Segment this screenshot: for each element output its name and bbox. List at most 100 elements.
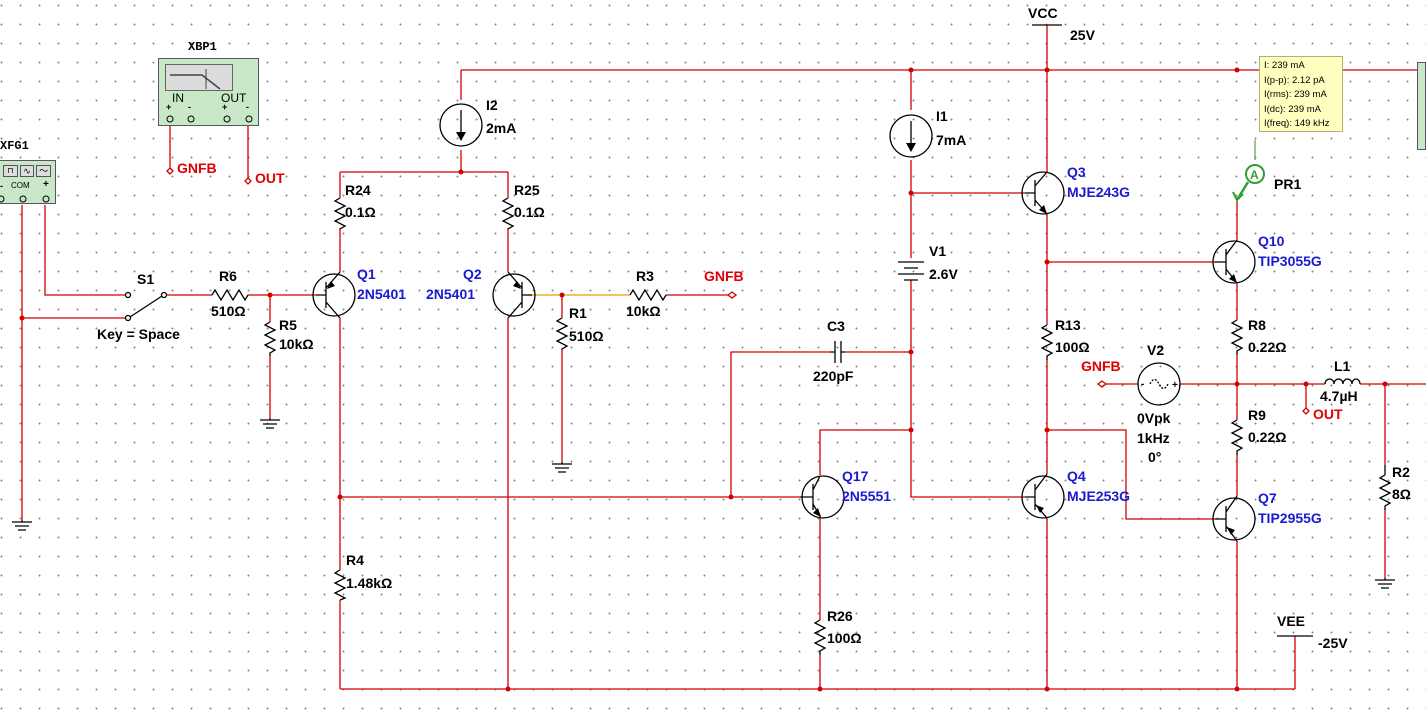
s1-value: Key = Space xyxy=(97,326,180,342)
vcc-symbol[interactable]: VCC 25V xyxy=(1028,5,1096,43)
vee-symbol[interactable]: VEE -25V xyxy=(1277,613,1348,651)
xfg1-name: XFG1 xyxy=(0,139,29,153)
probe-pr1[interactable]: A PR1 xyxy=(1232,140,1301,202)
resistor-r26[interactable]: R26 100Ω xyxy=(813,608,862,655)
q7-ref: Q7 xyxy=(1258,490,1277,506)
xfg1-com: COM xyxy=(11,181,30,190)
r9-ref: R9 xyxy=(1248,407,1266,423)
q3-value: MJE243G xyxy=(1067,184,1130,200)
xbp1-name: XBP1 xyxy=(188,40,217,54)
resistor-r25[interactable]: R25 0.1Ω xyxy=(501,182,545,230)
r2-value: 8Ω xyxy=(1392,486,1411,502)
r3-value: 10kΩ xyxy=(626,303,661,319)
i2-ref: I2 xyxy=(486,97,498,113)
s1-ref: S1 xyxy=(137,271,154,287)
xbp1-out-minus: - xyxy=(246,102,249,112)
switch-s1[interactable]: S1 Key = Space xyxy=(97,271,180,342)
i1-ref: I1 xyxy=(936,108,948,124)
r25-value: 0.1Ω xyxy=(514,204,545,220)
current-source-i2[interactable]: I2 2mA xyxy=(439,97,516,147)
xbp1-out-plus: + xyxy=(222,102,228,112)
resistor-r24[interactable]: R24 0.1Ω xyxy=(333,182,376,230)
square-wave-icon[interactable]: ⊓ xyxy=(3,165,18,177)
probe-line-current: I: 239 mA xyxy=(1264,60,1305,71)
resistor-r13[interactable]: R13 100Ω xyxy=(1040,317,1090,360)
c3-ref: C3 xyxy=(827,318,845,334)
r6-value: 510Ω xyxy=(211,303,246,319)
vee-value: -25V xyxy=(1318,635,1348,651)
resistor-r3[interactable]: R3 10kΩ xyxy=(626,268,667,319)
capacitor-c3[interactable]: C3 220pF xyxy=(813,318,854,384)
r1-ref: R1 xyxy=(569,305,587,321)
r8-value: 0.22Ω xyxy=(1248,339,1286,355)
i2-value: 2mA xyxy=(486,120,516,136)
r4-ref: R4 xyxy=(346,552,364,568)
sine-wave-icon[interactable]: ∿ xyxy=(19,165,35,177)
r13-value: 100Ω xyxy=(1055,339,1090,355)
battery-v1[interactable]: V1 2.6V xyxy=(898,243,958,282)
q2-ref: Q2 xyxy=(463,266,482,282)
q17-ref: Q17 xyxy=(842,468,869,484)
r25-ref: R25 xyxy=(514,182,540,198)
svg-text:+: + xyxy=(1172,380,1178,391)
r24-value: 0.1Ω xyxy=(345,204,376,220)
net-gnfb-xbp: GNFB xyxy=(177,160,217,176)
q4-ref: Q4 xyxy=(1067,468,1086,484)
resistor-r8[interactable]: R8 0.22Ω xyxy=(1230,317,1286,355)
q3-ref: Q3 xyxy=(1067,164,1086,180)
net-connectors xyxy=(166,167,1310,415)
v1-ref: V1 xyxy=(929,243,946,259)
q17-value: 2N5551 xyxy=(842,488,891,504)
resistor-r9[interactable]: R9 0.22Ω xyxy=(1230,407,1286,455)
xbp1-out-label: OUT xyxy=(221,91,247,105)
transistor-q7[interactable]: Q7 TIP2955G xyxy=(1212,490,1322,542)
r26-value: 100Ω xyxy=(827,630,862,646)
current-source-i1[interactable]: I1 7mA xyxy=(889,108,966,158)
transistor-q3[interactable]: Q3 MJE243G xyxy=(1021,164,1130,215)
pr1-ref: PR1 xyxy=(1274,176,1301,192)
r3-ref: R3 xyxy=(636,268,654,284)
triangle-wave-icon[interactable]: 〜 xyxy=(36,165,52,177)
net-out-xbp: OUT xyxy=(255,170,285,186)
transistor-q4[interactable]: Q4 MJE253G xyxy=(1021,468,1130,519)
pr1-symbol: A xyxy=(1250,168,1259,182)
svg-text:-: - xyxy=(1141,379,1144,390)
resistor-r6[interactable]: R6 510Ω xyxy=(211,268,249,319)
ground-symbols xyxy=(12,418,1395,589)
bode-plotter-xbp1[interactable]: IN OUT + - + - xyxy=(158,58,259,126)
ac-source-v2[interactable]: - + V2 0Vpk 1kHz 0° xyxy=(1137,342,1181,465)
q1-ref: Q1 xyxy=(357,266,376,282)
resistor-r4[interactable]: R4 1.48kΩ xyxy=(333,552,392,601)
probe-readout: I: 239 mA I(p-p): 2.12 pA I(rms): 239 mA… xyxy=(1259,56,1343,132)
v2-ref: V2 xyxy=(1147,342,1164,358)
q10-ref: Q10 xyxy=(1258,233,1285,249)
r9-value: 0.22Ω xyxy=(1248,429,1286,445)
xfg1-minus: - xyxy=(0,181,3,191)
transistor-q2[interactable]: Q2 2N5401 xyxy=(426,266,536,319)
q10-value: TIP3055G xyxy=(1258,253,1322,269)
vee-name: VEE xyxy=(1277,613,1305,629)
probe-line-dc: I(dc): 239 mA xyxy=(1264,103,1322,115)
function-generator-xfg1[interactable]: ⊓ ∿ 〜 - COM + xyxy=(0,160,56,204)
v2-value1: 0Vpk xyxy=(1137,410,1171,426)
net-gnfb-v2: GNFB xyxy=(1081,358,1121,374)
transistor-q1[interactable]: Q1 2N5401 xyxy=(312,266,406,319)
transistor-q10[interactable]: Q10 TIP3055G xyxy=(1212,233,1322,284)
inductor-l1[interactable]: L1 4.7µH xyxy=(1320,358,1361,404)
xbp1-in-plus: + xyxy=(166,102,172,112)
instrument-right-edge[interactable] xyxy=(1417,62,1426,150)
r5-value: 10kΩ xyxy=(279,336,314,352)
c3-value: 220pF xyxy=(813,368,854,384)
q2-value: 2N5401 xyxy=(426,286,475,302)
net-gnfb-r3: GNFB xyxy=(704,268,744,284)
xbp1-in-minus: - xyxy=(188,102,191,112)
resistor-r1[interactable]: R1 510Ω xyxy=(555,305,604,350)
resistor-r2[interactable]: R2 8Ω xyxy=(1378,464,1411,510)
vcc-value: 25V xyxy=(1070,27,1096,43)
transistor-q17[interactable]: Q17 2N5551 xyxy=(800,468,891,519)
r1-value: 510Ω xyxy=(569,328,604,344)
net-out-l1: OUT xyxy=(1313,406,1343,422)
xfg1-terminals xyxy=(0,195,50,203)
resistor-r5[interactable]: R5 10kΩ xyxy=(263,317,314,356)
probe-line-rms: I(rms): 239 mA xyxy=(1264,89,1327,100)
